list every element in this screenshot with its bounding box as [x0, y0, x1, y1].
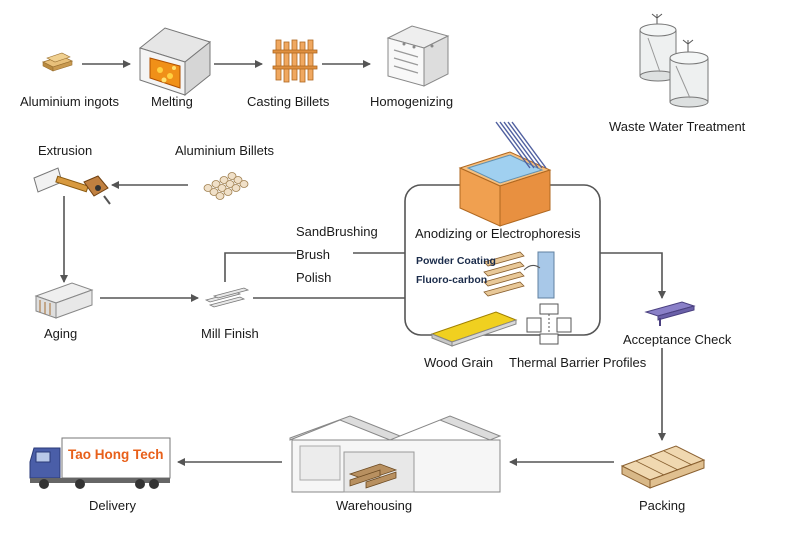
- label-mill-finish: Mill Finish: [201, 326, 259, 341]
- label-brush: Brush: [296, 247, 330, 262]
- homogenizing-oven-icon: [386, 25, 450, 87]
- label-powder-coating: Powder Coating: [416, 255, 496, 267]
- line-millfinish-to-surface: [224, 252, 296, 282]
- aging-rack-icon: [34, 282, 94, 319]
- label-aging: Aging: [44, 326, 78, 341]
- label-extrusion: Extrusion: [38, 143, 93, 158]
- label-anodizing: Anodizing or Electrophoresis: [415, 226, 581, 241]
- label-sandbrushing: SandBrushing: [296, 224, 378, 239]
- thermal-barrier-profile-icon: [526, 303, 572, 345]
- anodizing-tank-icon: [458, 121, 552, 227]
- label-warehousing: Warehousing: [336, 498, 413, 513]
- label-casting-billets: Casting Billets: [247, 94, 330, 109]
- label-thermal-barrier: Thermal Barrier Profiles: [509, 355, 647, 370]
- truck-brand-text: Tao Hong Tech: [68, 447, 164, 462]
- label-aluminium-billets: Aluminium Billets: [175, 143, 274, 158]
- label-melting: Melting: [151, 94, 193, 109]
- label-fluoro-carbon: Fluoro-carbon: [416, 274, 488, 286]
- casting-billets-icon: [272, 39, 318, 83]
- label-delivery: Delivery: [89, 498, 136, 513]
- arrow-box-to-acceptance: [600, 252, 666, 299]
- aluminium-billets-icon: [203, 172, 249, 200]
- label-acceptance-check: Acceptance Check: [623, 332, 732, 347]
- wood-grain-profile-icon: [430, 311, 518, 347]
- melting-furnace-icon: [138, 27, 212, 97]
- label-waste-water-treatment: Waste Water Treatment: [609, 119, 746, 134]
- label-wood-grain: Wood Grain: [424, 355, 494, 370]
- coating-booth-icon: [523, 251, 555, 299]
- packing-bundles-icon: [620, 445, 706, 489]
- label-packing: Packing: [639, 498, 686, 513]
- label-homogenizing: Homogenizing: [370, 94, 454, 109]
- delivery-truck-icon: [29, 437, 171, 489]
- warehouse-building-icon: [289, 415, 502, 493]
- connector-lines: [60, 60, 666, 466]
- aluminium-ingots-icon: [41, 52, 74, 72]
- mill-finish-profiles-icon: [204, 287, 250, 308]
- powder-coating-profiles-icon: [483, 251, 525, 297]
- label-polish: Polish: [296, 270, 332, 285]
- label-aluminium-ingots: Aluminium ingots: [20, 94, 119, 109]
- acceptance-check-profile-icon: [644, 301, 696, 326]
- waste-water-tanks-icon: [639, 13, 709, 108]
- extrusion-press-icon: [33, 167, 111, 205]
